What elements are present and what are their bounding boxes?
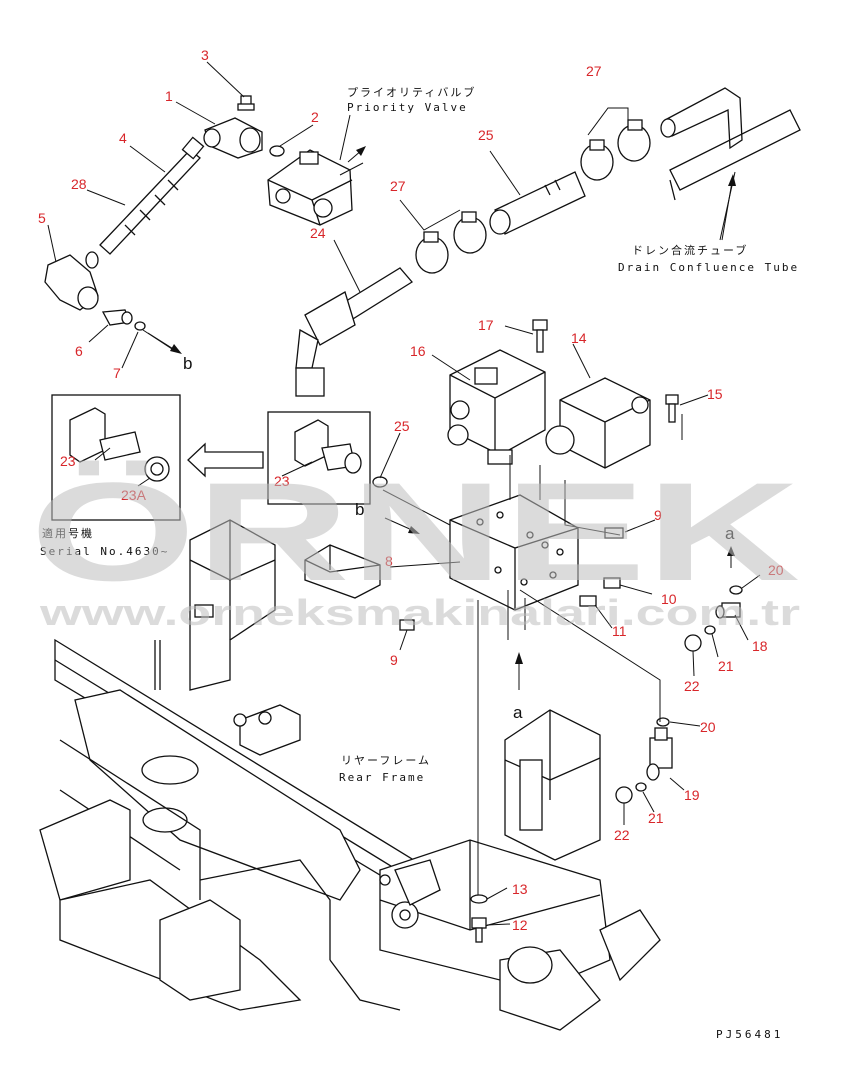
connection-label-a-1: a: [725, 524, 735, 543]
callout-5: 5: [38, 210, 46, 226]
detail-arrow: [187, 442, 264, 478]
part-16-solenoid-valve: [447, 349, 546, 465]
part-13-washer: [470, 894, 488, 904]
part-15-bolt: [665, 394, 679, 423]
callout-4: 4: [119, 130, 127, 146]
callout-27-mid: 27: [390, 178, 406, 194]
callout-3: 3: [201, 47, 209, 63]
part-8-bracket: [304, 544, 381, 599]
callout-23-current: 23: [274, 473, 290, 489]
part-24-tube: [295, 267, 413, 397]
callout-18: 18: [752, 638, 768, 654]
callout-15: 15: [707, 386, 723, 402]
serial-label-en: Serial No.4630~: [40, 545, 169, 558]
part-9-plug-upper: [604, 527, 624, 539]
drawing-code: PJ56481: [716, 1028, 783, 1041]
callout-7: 7: [113, 365, 121, 381]
callout-27-top: 27: [586, 63, 602, 79]
part-14-solenoid-valve: [545, 377, 651, 469]
priority-valve: [267, 149, 353, 226]
rear-frame-label-en: Rear Frame: [339, 771, 425, 784]
part-6-fitting: [101, 309, 133, 326]
drain-tube-label-jp: ドレン合流チューブ: [632, 243, 748, 257]
drain-confluence-tube: [660, 87, 801, 201]
part-27-clamps-lower: [415, 211, 487, 274]
callout-21-lower: 21: [648, 810, 664, 826]
part-10-plug: [603, 577, 621, 589]
callout-23A: 23A: [121, 487, 147, 503]
part-12-bolt: [471, 917, 487, 943]
callout-22-upper: 22: [684, 678, 700, 694]
part-5-elbow: [44, 251, 99, 311]
callout-23-serial: 23: [60, 453, 76, 469]
callout-17: 17: [478, 317, 494, 333]
connection-label-a-2: a: [513, 703, 523, 722]
callout-6: 6: [75, 343, 83, 359]
callout-13: 13: [512, 881, 528, 897]
part-19-fitting: [646, 727, 673, 781]
part-26-hose: [489, 171, 586, 235]
connection-arrows: [147, 146, 736, 690]
rear-frame-label-jp: リヤーフレーム: [341, 754, 431, 767]
part-21-o-ring-upper: [704, 625, 716, 635]
callout-11: 11: [612, 623, 627, 639]
priority-valve-label-en: Priority Valve: [347, 101, 468, 114]
connection-label-b-2: b: [355, 500, 364, 519]
callout-20-upper: 20: [768, 562, 784, 578]
part-20-o-ring-lower: [656, 717, 670, 727]
callout-10: 10: [661, 591, 677, 607]
callout-21-upper: 21: [718, 658, 734, 674]
callout-numbers: 3 1 2 4 28 5 6 7 27 25 27 24 17 16 14 15…: [38, 47, 784, 933]
watermark: ÖRNEK www.orneksmakinalari.com.tr: [30, 453, 800, 633]
part-22-nut-lower: [615, 786, 633, 804]
rear-frame-drawing: [39, 519, 661, 1031]
callout-16: 16: [410, 343, 426, 359]
priority-valve-label-jp: プライオリティバルブ: [347, 85, 476, 99]
callout-8: 8: [385, 553, 393, 569]
callout-1: 1: [165, 88, 173, 104]
callout-12: 12: [512, 917, 528, 933]
part-17-bolt: [532, 319, 548, 353]
watermark-url: www.orneksmakinalari.com.tr: [39, 592, 800, 633]
callout-20-lower: 20: [700, 719, 716, 735]
part-7-o-ring: [134, 321, 146, 331]
callout-25: 25: [394, 418, 410, 434]
callout-26: 25: [478, 127, 494, 143]
part-4-hose: [99, 136, 205, 255]
part-22-nut-upper: [684, 634, 702, 652]
diagram-labels: プライオリティバルブ Priority Valve ドレン合流チューブ Drai…: [40, 85, 799, 1041]
part-27-clamps-upper: [580, 119, 651, 181]
serial-label-jp: 適用号機: [42, 526, 94, 540]
part-2-o-ring: [269, 145, 285, 157]
part-21-o-ring-lower: [635, 782, 647, 792]
drain-tube-label-en: Drain Confluence Tube: [618, 261, 799, 274]
callout-22-lower: 22: [614, 827, 630, 843]
callout-2: 2: [311, 109, 319, 125]
manifold-block: [449, 494, 579, 611]
part-11-plug: [579, 595, 597, 607]
leader-lines: [47, 61, 761, 926]
callout-9-upper: 9: [654, 507, 662, 523]
part-1-elbow: [203, 117, 263, 159]
detail-box-serial: [51, 394, 181, 521]
callout-24: 24: [310, 225, 326, 241]
callout-14: 14: [571, 330, 587, 346]
part-18-fitting: [715, 602, 741, 619]
detail-box-current: [267, 411, 371, 505]
callout-9-lower: 9: [390, 652, 398, 668]
callout-28: 28: [71, 176, 87, 192]
connection-label-b-1: b: [183, 354, 192, 373]
callout-19: 19: [684, 787, 700, 803]
part-20-o-ring-upper: [729, 585, 743, 595]
watermark-logo: ÖRNEK: [30, 453, 800, 610]
part-3-plug: [237, 95, 255, 111]
